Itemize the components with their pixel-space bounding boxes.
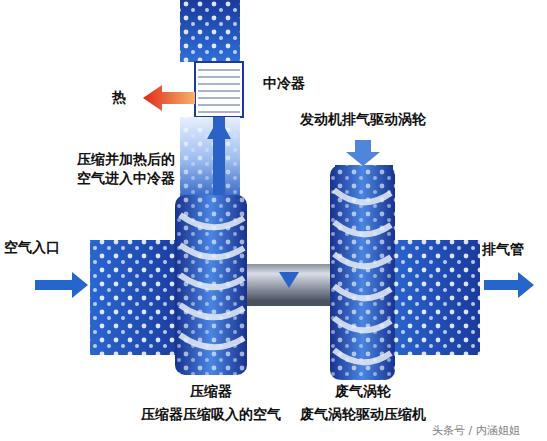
turbine-housing bbox=[330, 165, 395, 380]
intercooler-core bbox=[195, 62, 243, 117]
node-title: 压缩器 bbox=[190, 382, 232, 400]
heat-label: 热 bbox=[112, 88, 126, 107]
air-dots bbox=[90, 240, 185, 355]
air-dots bbox=[175, 195, 247, 375]
heat-arrow bbox=[143, 85, 195, 111]
air-inlet bbox=[90, 240, 185, 355]
exhaust-dots bbox=[330, 165, 395, 380]
air-dots bbox=[180, 0, 240, 62]
rotation-mark bbox=[279, 272, 299, 288]
charge-pipe bbox=[180, 117, 240, 202]
flow-note: 发动机排气驱动涡轮 bbox=[300, 110, 426, 129]
outlet-label: 排气管 bbox=[482, 240, 524, 259]
compressor-housing bbox=[175, 195, 247, 375]
exhaust-arrow bbox=[484, 272, 534, 298]
exhaust-dots bbox=[390, 240, 480, 355]
intercooler-fins bbox=[198, 70, 240, 112]
intercooler: 中冷器 bbox=[195, 62, 243, 117]
air-dots bbox=[180, 117, 240, 202]
outlet-pipe bbox=[180, 0, 240, 62]
exhaust-in-arrow bbox=[346, 140, 380, 166]
watermark: 头条号 / 内涵姐姐 bbox=[432, 424, 520, 439]
node-title: 中冷器 bbox=[263, 74, 305, 92]
exhaust-turbine: 废气涡轮废气涡轮驱动压缩机 bbox=[330, 165, 395, 380]
inlet-arrow bbox=[35, 272, 88, 298]
inlet-label: 空气入口 bbox=[4, 238, 60, 257]
exhaust-pipe bbox=[390, 240, 480, 355]
node-description: 废气涡轮驱动压缩机 bbox=[300, 405, 426, 423]
turbo-shaft bbox=[247, 264, 330, 306]
node-title: 废气涡轮 bbox=[335, 382, 391, 400]
compressor-blades bbox=[180, 215, 244, 347]
flow-arrow bbox=[213, 117, 225, 195]
flow-note: 压缩并加热后的 空气进入中冷器 bbox=[74, 150, 178, 188]
compressor: 压缩器压缩器压缩吸入的空气 bbox=[175, 195, 247, 375]
node-description: 压缩器压缩吸入的空气 bbox=[141, 405, 281, 423]
turbine-blades bbox=[334, 190, 391, 362]
